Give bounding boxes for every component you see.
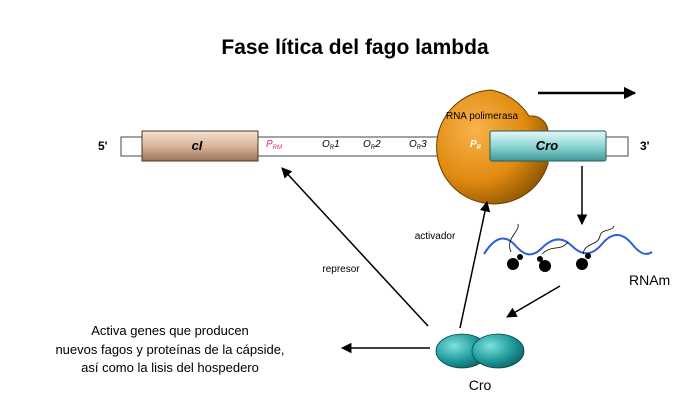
ribosome-2	[537, 241, 569, 272]
gene-cro-box	[489, 130, 607, 162]
promoter-pr-label: PR	[470, 139, 482, 151]
mrna-strand	[483, 234, 653, 256]
repressor-label: represor	[322, 264, 360, 275]
repressor-arrow	[281, 167, 429, 327]
gene-cro-label: Cro	[536, 138, 558, 153]
rna-polymerase-label: RNA polimerasa	[446, 111, 519, 122]
operator-or3-label: OR3	[409, 139, 427, 151]
cro-protein-label: Cro	[469, 377, 492, 393]
dna-3prime-label: 3'	[640, 139, 650, 153]
diagram-title: Fase lítica del fago lambda	[221, 36, 489, 59]
operator-or1-label: OR1	[322, 139, 340, 151]
outcome-text-line-3: así como la lisis del hospedero	[81, 360, 259, 375]
activator-label: activador	[415, 231, 456, 242]
ribosome-1	[507, 223, 523, 270]
translation-arrow	[506, 285, 561, 318]
cro-protein-dimer	[435, 333, 525, 369]
outcome-text-line-2: nuevos fagos y proteínas de la cápside,	[55, 342, 284, 357]
ribosome-3	[576, 225, 615, 270]
mrna-label: RNAm	[629, 272, 670, 288]
gene-ci-label: cI	[192, 138, 203, 153]
gene-ci-box	[141, 130, 259, 162]
operator-or2-label: OR2	[363, 139, 381, 151]
outcome-text-line-1: Activa genes que producen	[91, 323, 249, 338]
promoter-prm-label: PRM	[266, 139, 282, 151]
dna-5prime-label: 5'	[98, 139, 108, 153]
activator-arrow	[459, 200, 491, 329]
